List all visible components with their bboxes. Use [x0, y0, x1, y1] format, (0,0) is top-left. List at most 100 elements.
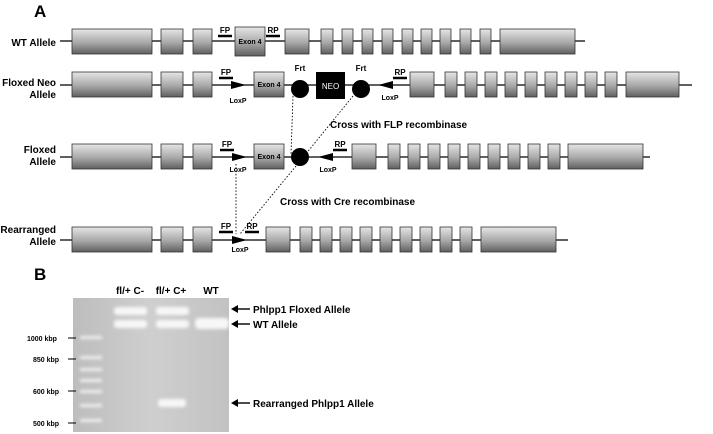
- exon: [71, 226, 153, 253]
- neo-loxp-right-label: LoxP: [381, 95, 398, 102]
- exon: [487, 143, 501, 170]
- ladder-band: [80, 368, 102, 371]
- gel: [73, 298, 229, 432]
- exon: [439, 226, 453, 253]
- arrow-wt-head: [231, 320, 238, 328]
- annotation-wt-allele: WT Allele: [253, 320, 298, 331]
- row-label-floxed-neo-1: Floxed Neo: [2, 78, 56, 89]
- floxed-loxp-left-label: LoxP: [229, 167, 246, 174]
- exon-4: [253, 143, 285, 170]
- exon: [447, 143, 461, 170]
- ladder-band: [80, 336, 102, 339]
- annotation-rearranged-allele: Rearranged Phlpp1 Allele: [253, 399, 374, 410]
- neo-frt-right-label: Frt: [356, 64, 367, 73]
- ladder-band: [80, 379, 102, 382]
- cross-flp-text: Cross with FLP recombinase: [330, 120, 468, 131]
- ladder-band: [80, 356, 102, 359]
- exon-4: [234, 26, 266, 57]
- exon: [480, 226, 557, 253]
- recombination-guides: [235, 95, 354, 235]
- exon: [479, 28, 492, 55]
- exon: [407, 143, 421, 170]
- exon: [459, 226, 473, 253]
- exon: [499, 28, 576, 55]
- ladder-label-850: 850 kbp: [33, 357, 59, 364]
- exon: [420, 28, 433, 55]
- exon: [265, 226, 291, 253]
- band-wt-c-plus: [156, 320, 189, 328]
- exon: [351, 143, 377, 170]
- panel-b-letter: B: [34, 265, 46, 284]
- annotation-floxed-allele: Phlpp1 Floxed Allele: [253, 305, 351, 316]
- exon: [419, 226, 433, 253]
- exon: [504, 71, 518, 98]
- exon-4: [253, 71, 285, 98]
- row-label-rearranged-2: Allele: [29, 237, 56, 248]
- lane-label-c-plus: fl/+ C+: [156, 286, 187, 297]
- exon: [547, 143, 561, 170]
- lane-label-c-minus: fl/+ C-: [116, 286, 144, 297]
- floxed-neo-allele-exons: [71, 71, 680, 98]
- exon: [160, 143, 184, 170]
- ladder-band: [80, 419, 102, 422]
- exon: [71, 71, 153, 98]
- rearranged-allele-exons: [71, 226, 557, 253]
- band-floxed-c-minus: [114, 307, 147, 315]
- ladder-band: [80, 390, 102, 393]
- rearranged-fp-label: FP: [221, 222, 232, 231]
- wt-exon4-label: Exon 4: [239, 39, 262, 46]
- exon: [507, 143, 521, 170]
- rearranged-loxp-label: LoxP: [231, 247, 248, 254]
- neo-loxp-right-triangle: [378, 81, 393, 89]
- lane-label-wt: WT: [203, 286, 219, 297]
- neo-frt-left-label: Frt: [295, 64, 306, 73]
- ladder-bands: [80, 336, 102, 422]
- row-label-floxed-1: Floxed: [24, 145, 56, 156]
- cross-cre-text: Cross with Cre recombinase: [280, 197, 415, 208]
- floxed-fp-label: FP: [222, 140, 233, 149]
- neo-fp-label: FP: [221, 68, 232, 77]
- neo-exon4-label: Exon 4: [258, 82, 281, 89]
- exon: [192, 28, 213, 55]
- exon: [361, 28, 374, 55]
- exon: [459, 28, 472, 55]
- exon: [439, 28, 452, 55]
- exon: [427, 143, 441, 170]
- exon: [341, 28, 354, 55]
- exon: [339, 226, 353, 253]
- exon: [192, 226, 213, 253]
- exon: [160, 226, 184, 253]
- ladder-band: [80, 404, 102, 407]
- exon: [527, 143, 541, 170]
- exon: [319, 226, 333, 253]
- floxed-frt-circle: [291, 148, 309, 166]
- floxed-loxp-right-triangle: [318, 153, 333, 161]
- row-label-wt: WT Allele: [11, 38, 56, 49]
- exon: [467, 143, 481, 170]
- floxed-rp-label: RP: [334, 140, 346, 149]
- arrow-rearranged-head: [231, 399, 238, 407]
- exon: [71, 143, 153, 170]
- wt-allele-exons: [71, 26, 576, 57]
- floxed-allele-exons: [71, 143, 644, 170]
- exon: [625, 71, 680, 98]
- exon: [387, 143, 401, 170]
- sample-bands: [114, 307, 229, 407]
- exon: [564, 71, 578, 98]
- floxed-loxp-right-label: LoxP: [319, 167, 336, 174]
- exon: [359, 226, 373, 253]
- exon: [524, 71, 538, 98]
- exon: [444, 71, 458, 98]
- exon: [284, 28, 310, 55]
- exon: [567, 143, 644, 170]
- neo-cassette: [316, 72, 345, 99]
- exon: [464, 71, 478, 98]
- exon: [192, 143, 213, 170]
- row-label-floxed-2: Allele: [29, 157, 56, 168]
- exon: [299, 226, 313, 253]
- exon: [160, 28, 184, 55]
- band-floxed-c-plus: [156, 307, 189, 315]
- arrow-floxed-head: [231, 305, 238, 313]
- exon: [160, 71, 184, 98]
